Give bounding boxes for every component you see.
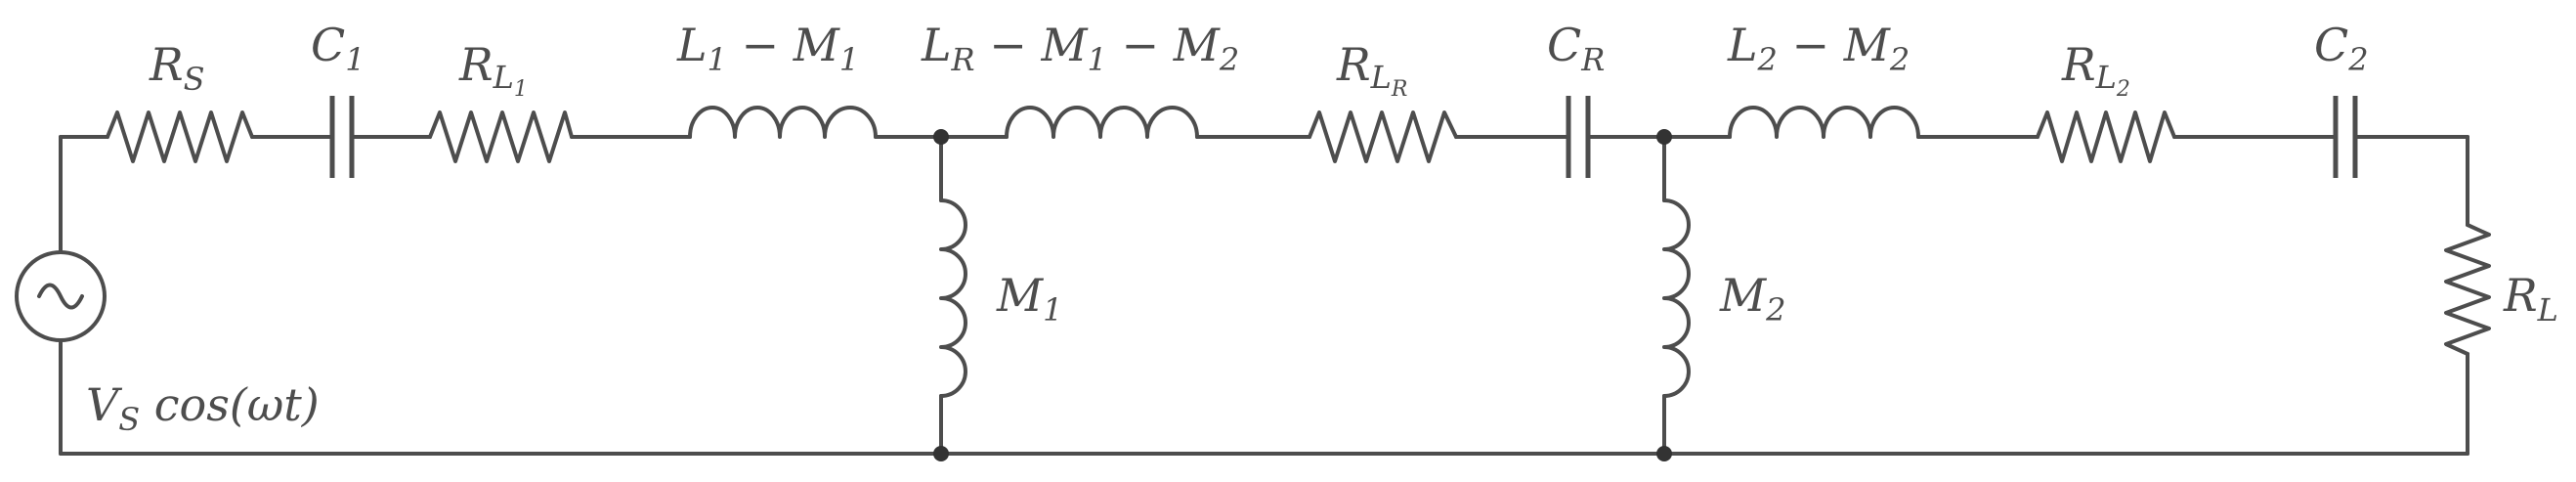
source-branch: [15, 135, 107, 456]
capacitor-c2: [2333, 96, 2358, 178]
junction-node: [933, 446, 949, 461]
resistor-rl: [2444, 223, 2491, 356]
junction-node: [1656, 129, 1672, 145]
label-rl1: RL1: [458, 38, 528, 102]
junction-node: [1656, 446, 1672, 461]
inductor-l1-m1: [688, 106, 878, 139]
label-cr: CR: [1547, 19, 1605, 78]
inductor-lr-m1-m2: [1005, 106, 1199, 139]
label-rl2: RL2: [2061, 38, 2130, 102]
label-l2-m2: L2 − M2: [1727, 19, 1910, 78]
label-rlr: RLR: [1336, 38, 1407, 102]
resistor-rl1: [428, 110, 574, 163]
resistor-rs: [106, 110, 254, 163]
resistor-rl2: [2036, 110, 2176, 163]
inductor-l2-m2: [1728, 106, 1920, 139]
capacitor-c1: [329, 96, 355, 178]
shunt-m2: [1662, 135, 1691, 456]
resistor-rlr: [1308, 110, 1458, 163]
inductor-m2: [1662, 198, 1691, 398]
label-source-voltage: VS cos(ωt): [86, 378, 320, 438]
label-rs: RS: [149, 38, 205, 98]
label-c2: C2: [2314, 19, 2369, 78]
label-lr-m1-m2: LR − M1 − M2: [921, 19, 1239, 78]
load-branch: [2444, 135, 2491, 456]
shunt-m1: [939, 135, 967, 456]
label-m1: M1: [996, 269, 1062, 329]
label-m2: M2: [1719, 269, 1785, 329]
capacitor-cr: [1566, 96, 1591, 178]
label-rl: RL: [2503, 269, 2558, 329]
label-c1: C1: [311, 19, 365, 78]
sine-wave-icon: [37, 283, 84, 310]
label-l1-m1: L1 − M1: [676, 19, 859, 78]
inductor-m1: [939, 198, 967, 398]
junction-node: [933, 129, 949, 145]
